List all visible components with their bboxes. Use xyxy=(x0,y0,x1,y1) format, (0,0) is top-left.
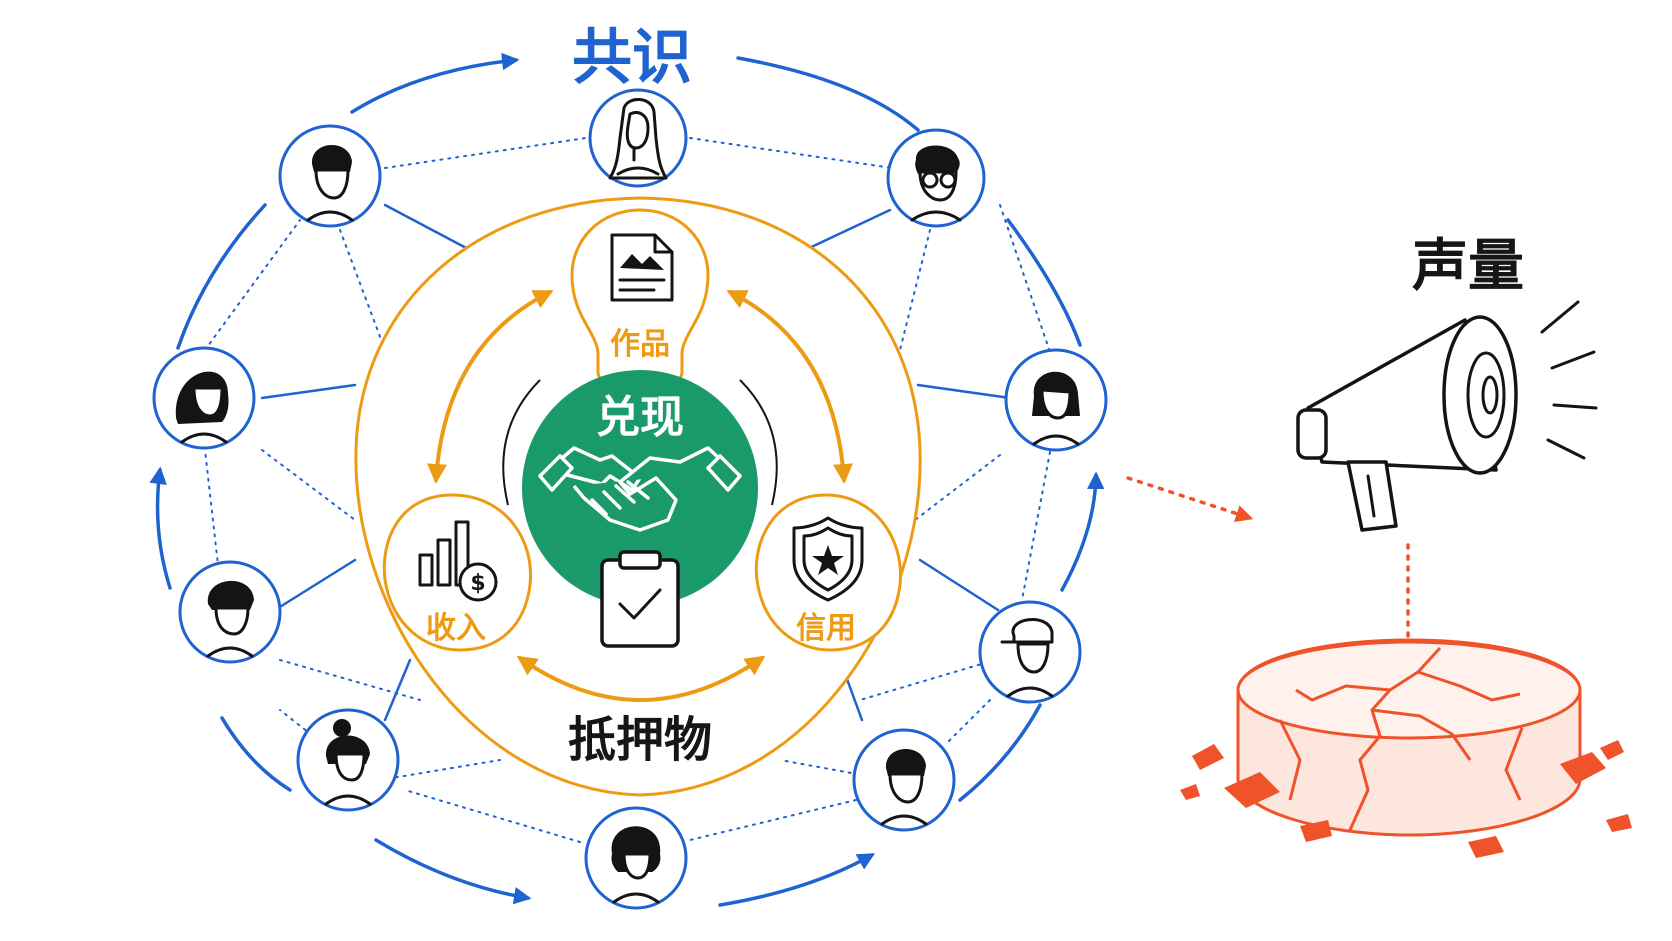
redeem-node: 兑现 xyxy=(522,370,758,606)
svg-text:$: $ xyxy=(470,571,485,596)
person-bun-icon xyxy=(296,708,400,812)
income-node: $ 收入 xyxy=(382,493,533,652)
person-curly-icon xyxy=(584,806,688,910)
consensus-title: 共识 xyxy=(572,23,692,93)
person-woman-wavy-icon xyxy=(152,346,256,450)
person-man-wavy-icon xyxy=(178,560,282,664)
person-woman-icon xyxy=(588,88,688,188)
voice-label: 声量 xyxy=(1412,234,1524,299)
center-outline xyxy=(502,379,778,506)
handshake-icon xyxy=(538,446,742,532)
collateral-cycle-arrows xyxy=(427,290,853,702)
shield-star-icon xyxy=(792,516,864,602)
person-cap-icon xyxy=(978,600,1082,704)
person-man-icon xyxy=(852,728,956,832)
redeem-label: 兑现 xyxy=(596,392,684,443)
megaphone-icon xyxy=(1296,300,1598,532)
consensus-ring xyxy=(149,52,1105,907)
credit-node: 信用 xyxy=(754,493,903,652)
income-label: 收入 xyxy=(426,611,486,646)
collateral-label: 抵押物 xyxy=(568,712,712,768)
cracked-pedestal-icon xyxy=(1180,638,1632,858)
clipboard-check-icon xyxy=(600,550,680,648)
credit-label: 信用 xyxy=(796,611,856,646)
works-label: 作品 xyxy=(610,327,670,362)
bar-chart-dollar-icon: $ xyxy=(418,520,498,602)
person-woman-bob-icon xyxy=(1004,348,1108,452)
document-image-icon xyxy=(610,233,674,302)
person-glasses-icon xyxy=(886,128,986,228)
person-man-icon xyxy=(278,124,382,228)
network-solid-links xyxy=(260,203,1012,722)
voice-to-foundation-links xyxy=(1126,476,1410,650)
